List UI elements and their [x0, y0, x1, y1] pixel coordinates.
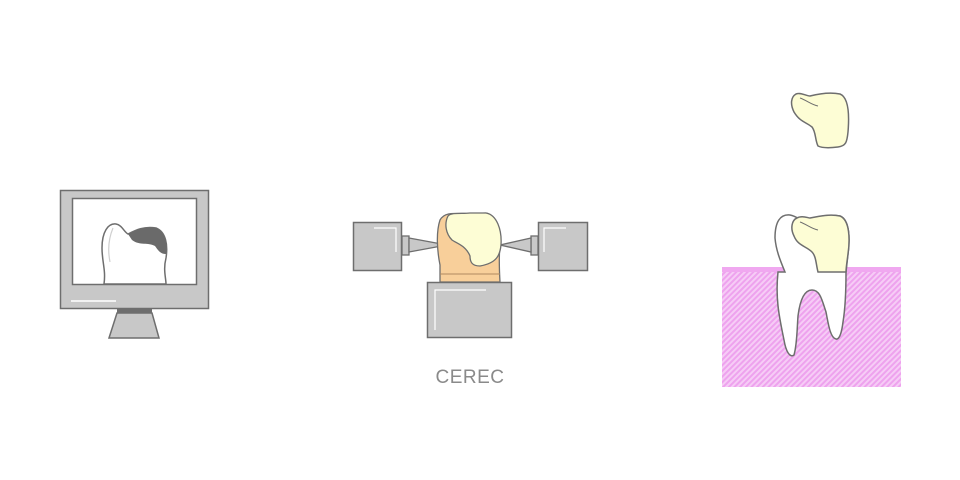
cerec-caption: CEREC: [435, 367, 505, 388]
floating-crown: [790, 92, 850, 149]
placed-crown: [791, 214, 850, 273]
implanted-crown-icon: [722, 92, 901, 387]
monitor-icon: [59, 189, 210, 339]
milling-machine-icon: [352, 212, 589, 339]
decayed-tooth-icon: [101, 223, 168, 285]
